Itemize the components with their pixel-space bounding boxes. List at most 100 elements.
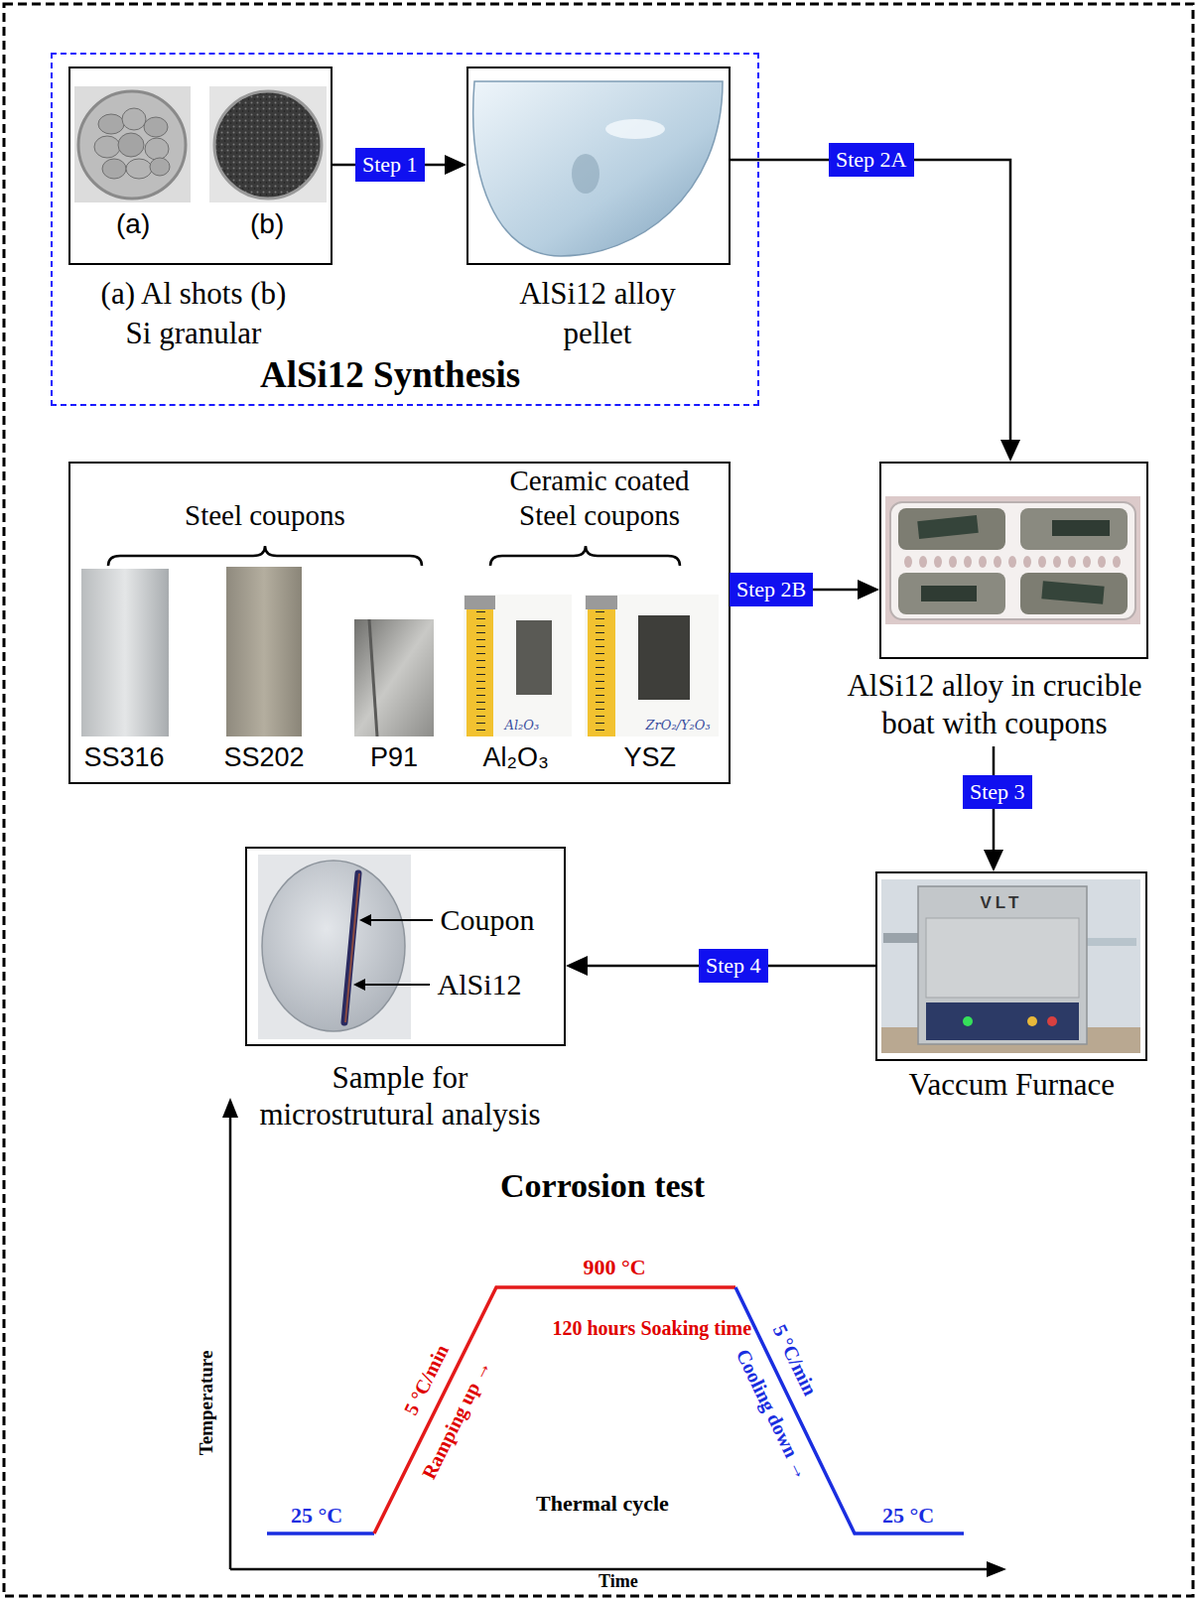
drawing-part (229, 1115, 233, 1570)
drawing-part (917, 515, 979, 539)
rate-label: 5 °C/min (398, 1339, 453, 1419)
ss316-coupon (81, 568, 169, 737)
page-border (3, 3, 1194, 1596)
photo-caption: Vaccum Furnace (909, 1065, 1115, 1103)
drawing-part (885, 496, 1141, 625)
drawing-part (926, 1002, 1079, 1041)
drawing-part (585, 595, 618, 610)
drawing-part (904, 555, 1121, 568)
drawing-part (584, 594, 719, 737)
drawing-part (883, 932, 922, 943)
flow-arrow (983, 746, 1004, 872)
drawing-part (108, 545, 422, 566)
drawing-part (149, 157, 170, 176)
synthesis-group: AlSi12 Synthesis(a)(b)(a) Al shots (b) S… (50, 52, 760, 406)
handwritten-note: Al₂O₃ (505, 717, 540, 734)
drawing-part (214, 91, 322, 199)
drawing-part (571, 153, 600, 194)
drawing-part (1041, 580, 1104, 604)
drawing-part (1052, 520, 1110, 536)
drawing-part (344, 873, 359, 1023)
drawing-part (1112, 555, 1121, 568)
coupons-box: Steel couponsCeramic coated Steel coupon… (68, 461, 731, 785)
coupon-name: YSZ (624, 741, 677, 774)
drawing-part (94, 135, 121, 158)
drawing-part (638, 615, 690, 700)
drawing-part (516, 620, 552, 695)
drawing-part (463, 594, 572, 737)
si-granular-photo (209, 86, 327, 203)
chart-title: Corrosion test (500, 1166, 705, 1207)
drawing-part (881, 879, 1141, 1054)
drawing-part (933, 555, 942, 568)
arrow-head (857, 579, 880, 600)
drawing-part (898, 572, 1006, 615)
drawing-part (266, 1531, 375, 1536)
drawing-part (978, 555, 987, 568)
step-label: Step 2A (828, 142, 915, 177)
photo-caption: AlSi12 alloy pellet (498, 273, 697, 354)
p91-coupon (354, 619, 434, 737)
drawing-part (890, 502, 1136, 620)
drawing-part (1047, 1016, 1058, 1027)
al-shots-photo (74, 86, 191, 203)
drawing-part (473, 81, 723, 257)
drawing-part (1082, 555, 1091, 568)
coupon-name: Al₂O₃ (483, 741, 550, 774)
ss202-coupon (226, 566, 302, 737)
coupon-name: P91 (370, 741, 418, 774)
temperature-label: 900 °C (583, 1254, 647, 1281)
al2o3-coupon-photo (463, 594, 572, 737)
drawing-part (1020, 508, 1128, 550)
crucible-photo (885, 496, 1141, 625)
pellet-box: AlSi12 alloy pellet (466, 66, 731, 266)
pellet-photo (473, 81, 723, 257)
temperature-label: 25 °C (290, 1502, 343, 1529)
drawing-part (354, 619, 434, 737)
drawing-part (369, 919, 433, 922)
drawing-part (490, 545, 680, 566)
handwritten-note: ZrO₂/Y₂O₃ (646, 717, 711, 734)
drawing-part (1097, 555, 1106, 568)
drawing-part (926, 918, 1079, 998)
crucible-box: AlSi12 alloy in crucible boat with coupo… (879, 461, 1149, 660)
drawing-part (1086, 937, 1137, 946)
step-label: Step 2B (729, 572, 813, 607)
group-heading: Ceramic coated Steel coupons (500, 463, 699, 533)
drawing-part (919, 555, 928, 568)
drawing-part (144, 137, 169, 160)
drawing-part (363, 983, 430, 986)
coupon-name: SS202 (224, 741, 305, 774)
rate-label: 5 °C/min (768, 1320, 823, 1399)
raw-material-box: (a)(b)(a) Al shots (b) Si granular (68, 66, 333, 266)
brand-mark: VLT (980, 893, 1024, 914)
ysz-coupon-photo (584, 594, 719, 737)
drawing-part (126, 158, 152, 179)
drawing-part (369, 619, 378, 737)
duration-label: 120 hours Soaking time (552, 1317, 677, 1340)
drawing-part (209, 86, 327, 203)
drawing-part (466, 599, 494, 737)
thermal-chart (222, 1097, 1007, 1578)
photo-caption: (a) Al shots (b) Si granular (101, 273, 287, 354)
flow-line (730, 159, 1011, 440)
axis-label: Temperature (195, 1349, 219, 1456)
coupon-braces (108, 545, 680, 566)
furnace-photo (881, 879, 1141, 1054)
drawing-part (963, 555, 972, 568)
drawing-part (918, 886, 1087, 1045)
drawing-part (587, 599, 616, 737)
drawing-part (98, 114, 125, 134)
arrow-head (1000, 439, 1021, 462)
drawing-part (898, 508, 1006, 550)
drawing-part (986, 1561, 1007, 1578)
photo-caption: AlSi12 alloy in crucible boat with coupo… (835, 666, 1154, 743)
drawing-part (353, 978, 366, 991)
drawing-part (1020, 572, 1128, 615)
arrow-head (565, 955, 588, 976)
step-label: Step 4 (698, 948, 769, 983)
drawing-part (345, 873, 360, 1023)
callout-label: Coupon (440, 902, 535, 938)
photo-tag: (b) (250, 207, 284, 242)
drawing-part (1053, 555, 1062, 568)
